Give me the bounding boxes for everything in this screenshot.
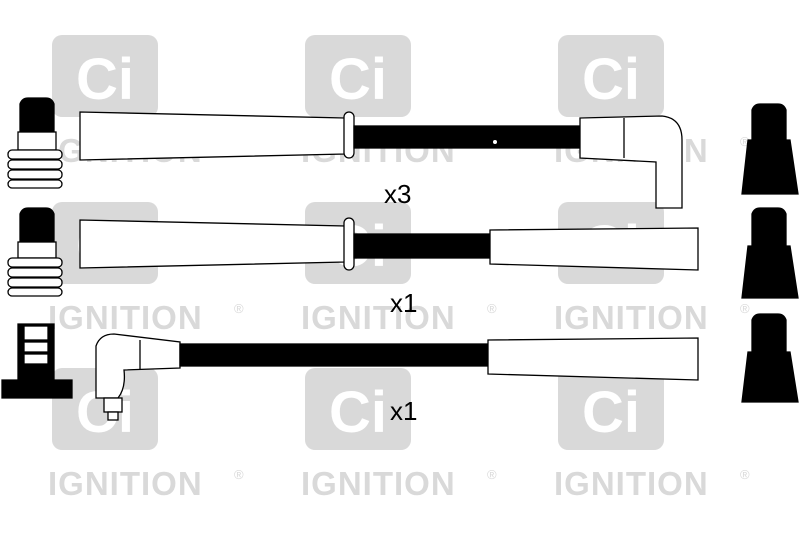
watermark-logo-text: Ci — [76, 47, 134, 112]
straight-boot — [487, 337, 699, 381]
spark-plug-terminal-icon — [7, 207, 63, 297]
watermark-tile: Ci — [305, 368, 411, 450]
watermark-reg-mark: ® — [740, 301, 750, 316]
watermark-logo-box — [52, 35, 158, 117]
angled-boot — [95, 333, 181, 399]
watermark-reg-mark: ® — [234, 467, 244, 482]
watermark-brand: IGNITION — [301, 299, 456, 336]
ignition-cable — [353, 125, 581, 149]
watermark-brand: IGNITION — [301, 465, 456, 502]
quantity-label-lead-3: x1 — [390, 396, 417, 426]
watermark-reg-mark: ® — [487, 301, 497, 316]
ignition-cable — [353, 233, 491, 259]
watermark-reg-mark: ® — [487, 467, 497, 482]
watermark-brand: IGNITION — [554, 299, 709, 336]
watermark-logo-text: Ci — [329, 380, 387, 445]
distributor-terminal-icon — [741, 313, 799, 403]
angled-boot — [579, 115, 683, 209]
boot-ring — [343, 217, 355, 271]
watermark-logo-box — [305, 35, 411, 117]
watermark-logo-box — [558, 35, 664, 117]
watermark-brand: IGNITION — [48, 299, 203, 336]
ignition-cable — [179, 343, 489, 367]
watermark-reg-mark: ® — [740, 134, 750, 149]
straight-boot — [489, 227, 699, 271]
distributor-terminal-icon — [741, 103, 799, 195]
lead-3 — [1, 313, 799, 421]
distributor-terminal-icon — [741, 207, 799, 299]
watermark-logo-box — [305, 368, 411, 450]
watermark-logo-text: Ci — [582, 47, 640, 112]
watermark-tile: Ci — [305, 35, 411, 117]
spark-plug-terminal-icon — [7, 97, 63, 189]
watermark-reg-mark: ® — [234, 301, 244, 316]
quantity-label-lead-1: x3 — [384, 179, 411, 209]
lead-1 — [7, 97, 799, 209]
boot-ring — [343, 111, 355, 159]
tapered-boot — [79, 111, 346, 161]
coil-terminal-icon — [1, 323, 73, 399]
watermark-tile: Ci — [52, 35, 158, 117]
watermark-brand: IGNITION — [554, 465, 709, 502]
watermark-tile: Ci — [558, 368, 664, 450]
quantity-label-lead-2: x1 — [390, 288, 417, 318]
watermark-logo-text: Ci — [582, 380, 640, 445]
watermark-logo-text: Ci — [329, 47, 387, 112]
watermark-reg-mark: ® — [740, 467, 750, 482]
watermark-brand: IGNITION — [48, 465, 203, 502]
watermark-logo-box — [558, 368, 664, 450]
tapered-boot — [79, 219, 346, 269]
lead-2 — [7, 207, 799, 299]
watermark-tile: Ci — [558, 35, 664, 117]
